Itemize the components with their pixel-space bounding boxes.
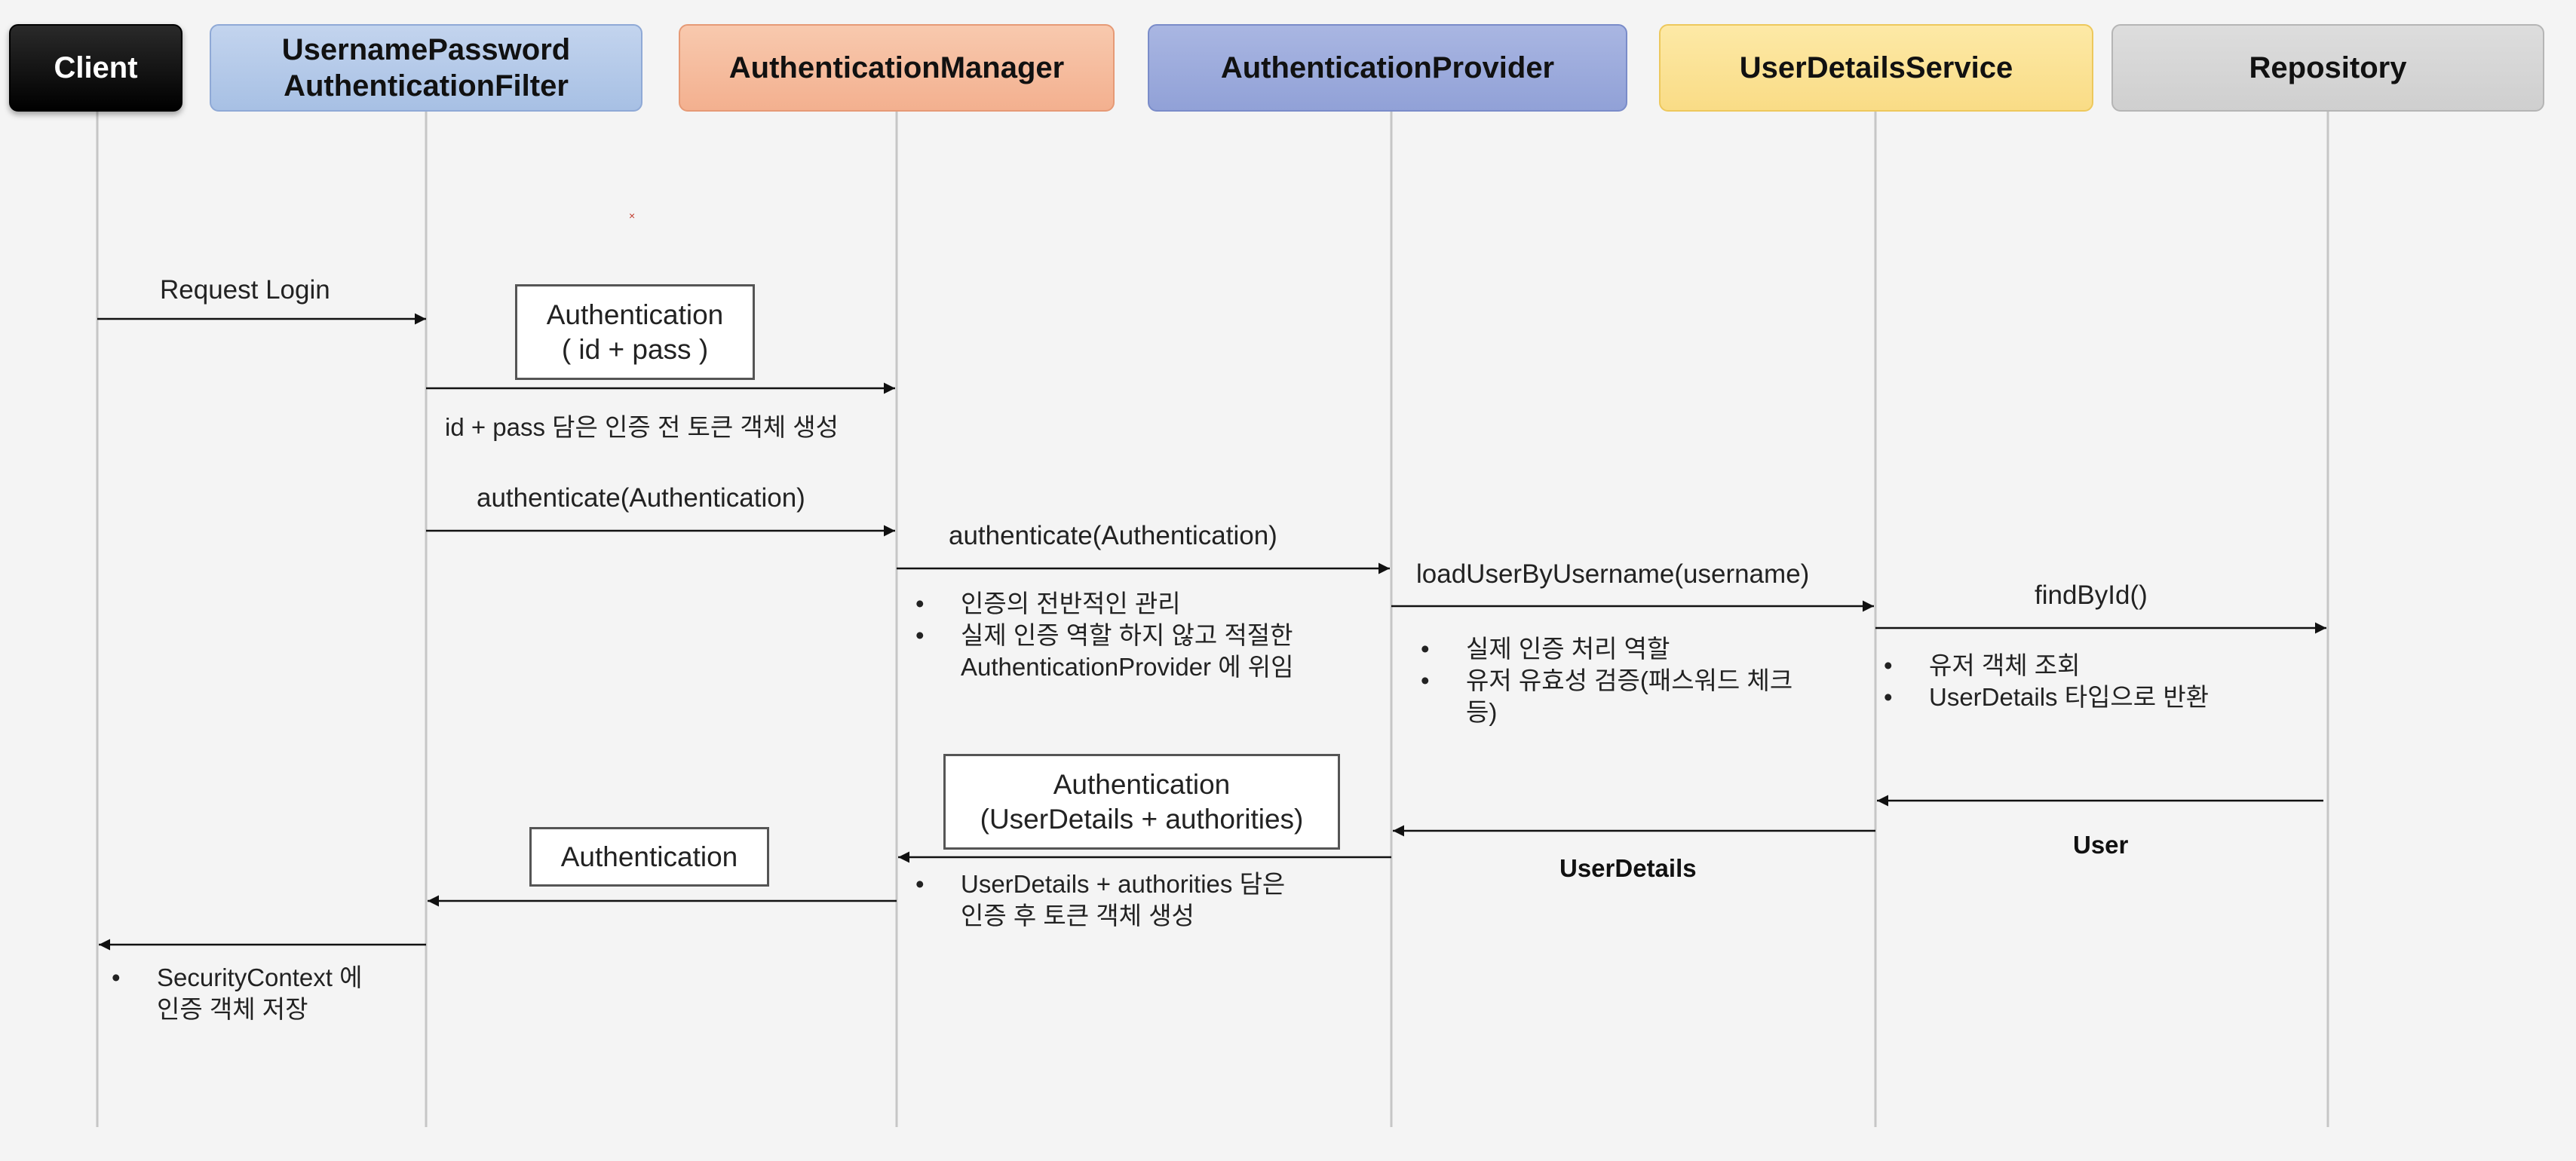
participant-authentication-provider: AuthenticationProvider <box>1148 24 1627 112</box>
note-provider-item: 유저 유효성 검증(패스워드 체크 등) <box>1421 665 1792 728</box>
note-provider-item: 실제 인증 처리 역할 <box>1421 633 1792 665</box>
note-user-details-service: 유저 객체 조회 UserDetails 타입으로 반환 <box>1884 650 2209 713</box>
box-authentication-pre: Authentication ( id + pass ) <box>515 284 755 380</box>
box-authentication-return-label: Authentication <box>560 841 738 872</box>
box-authentication-pre-line1: Authentication <box>546 299 724 330</box>
label-return-user: User <box>2073 831 2129 859</box>
note-manager-item: 실제 인증 역할 하지 않고 적절한 AuthenticationProvide… <box>915 620 1293 683</box>
box-authentication-pre-line2: ( id + pass ) <box>561 333 709 365</box>
box-authentication-post: Authentication (UserDetails + authoritie… <box>943 754 1340 850</box>
label-return-userdetails: UserDetails <box>1559 854 1697 882</box>
label-authenticate-2: authenticate(Authentication) <box>949 521 1277 550</box>
box-authentication-post-line2: (UserDetails + authorities) <box>980 803 1304 835</box>
note-token-after-item: UserDetails + authorities 담은 인증 후 토큰 객체 … <box>915 868 1285 932</box>
note-uds-item: 유저 객체 조회 <box>1884 650 2209 682</box>
participant-user-details-service: UserDetailsService <box>1659 24 2093 112</box>
box-authentication-post-line1: Authentication <box>1053 768 1231 800</box>
note-uds-item: UserDetails 타입으로 반환 <box>1884 682 2209 713</box>
participant-authentication-manager: AuthenticationManager <box>679 24 1115 112</box>
label-load-user-by-username: loadUserByUsername(username) <box>1416 559 1810 589</box>
marker-icon: × <box>629 210 636 222</box>
note-manager-item: 인증의 전반적인 관리 <box>915 588 1293 620</box>
label-find-by-id: findById() <box>2035 580 2148 610</box>
participant-client: Client <box>9 24 182 112</box>
note-security-context: SecurityContext 에 인증 객체 저장 <box>112 962 362 1025</box>
label-authenticate-1: authenticate(Authentication) <box>477 483 805 513</box>
note-security-context-item: SecurityContext 에 인증 객체 저장 <box>112 962 362 1025</box>
participant-authentication-filter: UsernamePassword AuthenticationFilter <box>210 24 642 112</box>
caption-pre-token: id + pass 담은 인증 전 토큰 객체 생성 <box>445 413 839 441</box>
label-request-login: Request Login <box>160 275 330 305</box>
note-token-after: UserDetails + authorities 담은 인증 후 토큰 객체 … <box>915 868 1285 932</box>
note-provider: 실제 인증 처리 역할 유저 유효성 검증(패스워드 체크 등) <box>1421 633 1792 728</box>
box-authentication-return: Authentication <box>529 827 769 887</box>
note-manager: 인증의 전반적인 관리 실제 인증 역할 하지 않고 적절한 Authentic… <box>915 588 1293 683</box>
participant-repository: Repository <box>2111 24 2544 112</box>
